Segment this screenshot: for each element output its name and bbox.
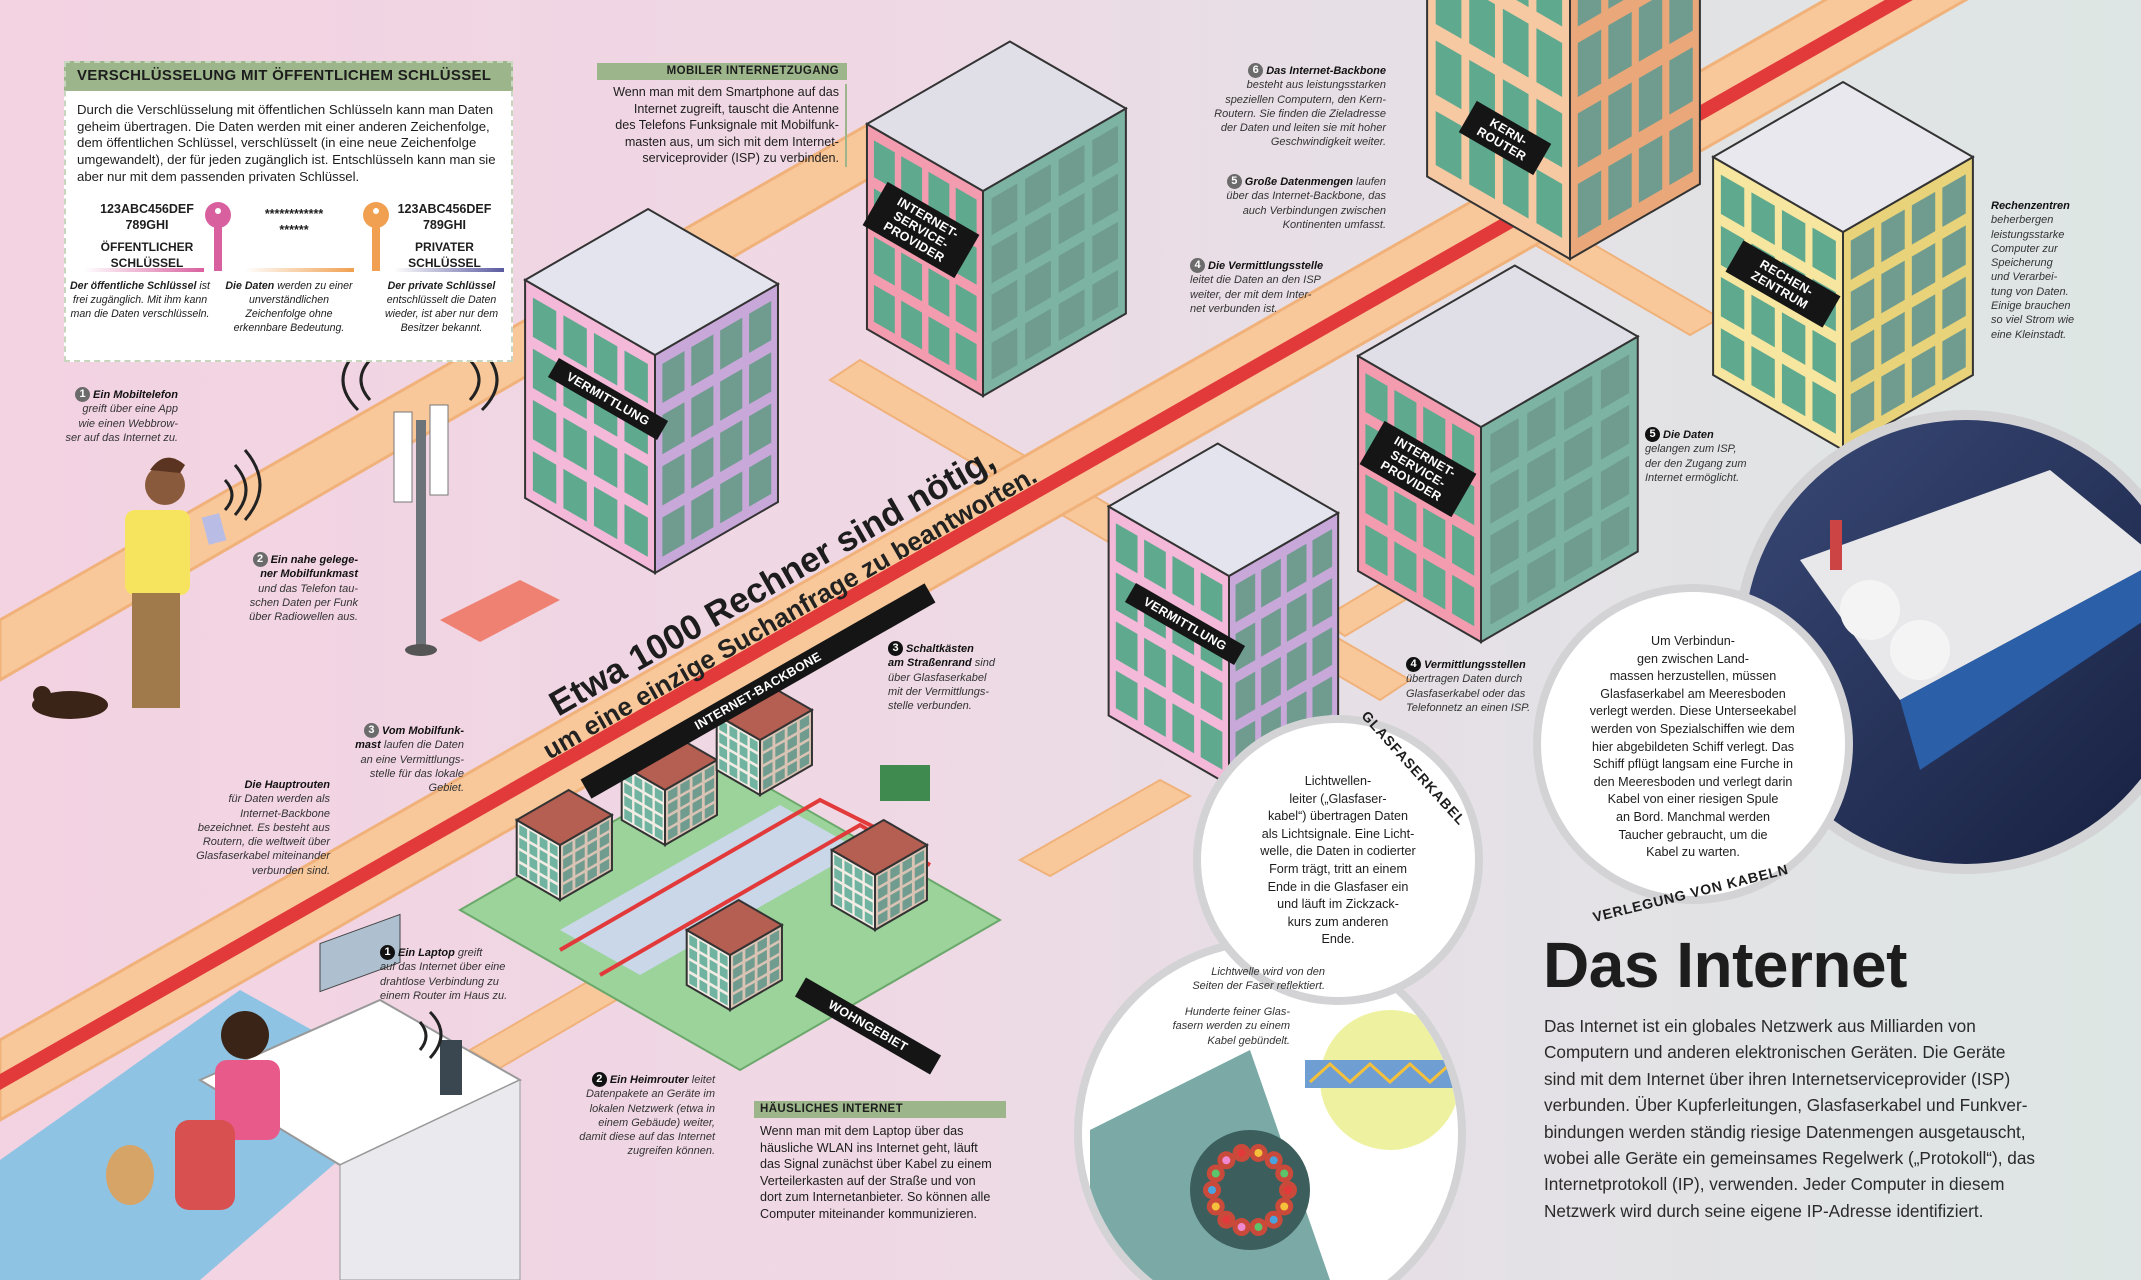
annotation-main-routes: Die Hauptrouten für Daten werden als Int… xyxy=(196,779,330,877)
caption-light-reflection: Lichtwelle wird von den Seiten der Faser… xyxy=(1192,966,1325,993)
data-center-building xyxy=(1711,80,1975,452)
public-key-icon xyxy=(205,202,231,271)
fiber-core xyxy=(1284,1186,1292,1194)
fiber-core xyxy=(1254,1148,1263,1157)
fiber-core xyxy=(1280,1202,1289,1211)
mobile-access-title: MOBILER INTERNETZUGANG xyxy=(597,63,847,80)
fiber-core xyxy=(1208,1186,1216,1194)
private-key-arrow xyxy=(394,268,504,272)
fiber-core xyxy=(1269,1156,1278,1165)
intro-paragraph: Das Internet ist ein globales Netzwerk a… xyxy=(1544,1016,2036,1221)
exchange-building-mid xyxy=(1106,442,1341,787)
street-cabinet xyxy=(880,765,930,801)
public-key-code: 123ABC456DEF 789GHI xyxy=(100,202,194,232)
caption-fiber-bundle: Hunderte feiner Glas- fasern werden zu e… xyxy=(1172,1006,1290,1047)
house xyxy=(514,788,614,902)
house xyxy=(619,733,719,847)
house xyxy=(829,818,929,932)
fiber-description: Lichtwellen- leiter („Glasfaser- kabel“)… xyxy=(1260,774,1416,947)
home-internet-box: HÄUSLICHES INTERNET Wenn man mit dem Lap… xyxy=(754,1101,1006,1222)
house xyxy=(684,898,784,1012)
mobile-access-body: Wenn man mit dem Smartphone auf das Inte… xyxy=(597,84,847,167)
person-with-phone xyxy=(32,449,262,719)
annotation-data-centers: Rechenzentren beherbergen leistungsstark… xyxy=(1991,200,2075,341)
public-key-arrow xyxy=(84,268,204,272)
fiber-core xyxy=(1222,1215,1231,1224)
fiber-core xyxy=(1211,1169,1220,1178)
fiber-circle xyxy=(1074,715,1483,1280)
fiber-core xyxy=(1237,1148,1246,1157)
fiber-core xyxy=(1280,1169,1289,1178)
encryption-info-box: VERSCHLÜSSELUNG MIT ÖFFENTLICHEM SCHLÜSS… xyxy=(64,61,513,362)
fiber-core xyxy=(1269,1215,1278,1224)
private-key-icon xyxy=(363,202,389,271)
fiber-core xyxy=(1254,1223,1263,1232)
house xyxy=(714,683,814,797)
page-title: Das Internet xyxy=(1543,929,1907,1001)
home-router xyxy=(440,1040,462,1095)
exchange-building-left xyxy=(523,207,780,575)
fiber-core xyxy=(1211,1202,1220,1211)
home-desk-scene xyxy=(0,913,523,1280)
internet-backbone-band xyxy=(0,0,1969,1122)
cable-laying-description: Um Verbindun- gen zwischen Land- massen … xyxy=(1589,634,1797,860)
core-router-building xyxy=(1426,0,1701,261)
data-caption: Die Daten werden zu einer unverständlich… xyxy=(225,280,353,334)
encrypted-code: ************ ****** xyxy=(264,207,324,237)
home-internet-body: Wenn man mit dem Laptop über das häuslic… xyxy=(760,1124,992,1221)
fiber-core xyxy=(1237,1223,1246,1232)
mobile-access-box: MOBILER INTERNETZUGANG Wenn man mit dem … xyxy=(597,63,847,167)
isp-building-top xyxy=(864,40,1128,398)
fiber-core xyxy=(1222,1156,1231,1165)
cable-ship-circle xyxy=(1533,410,2141,904)
mobile-mast xyxy=(341,348,499,656)
encryption-body: Durch die Verschlüsselung mit öffentlich… xyxy=(77,102,496,184)
public-key-caption: Der öffentliche Schlüssel ist frei zugän… xyxy=(70,280,210,320)
private-key-caption: Der private Schlüssel entschlüsselt die … xyxy=(384,280,499,334)
encrypted-arrow xyxy=(244,268,354,272)
home-internet-title: HÄUSLICHES INTERNET xyxy=(754,1101,1006,1118)
public-key-label: ÖFFENTLICHER SCHLÜSSEL xyxy=(100,240,194,270)
private-key-label: PRIVATER SCHLÜSSEL xyxy=(408,240,481,270)
private-key-code: 123ABC456DEF 789GHI xyxy=(397,202,492,232)
encryption-title: VERSCHLÜSSELUNG MIT ÖFFENTLICHEM SCHLÜSS… xyxy=(64,61,513,91)
